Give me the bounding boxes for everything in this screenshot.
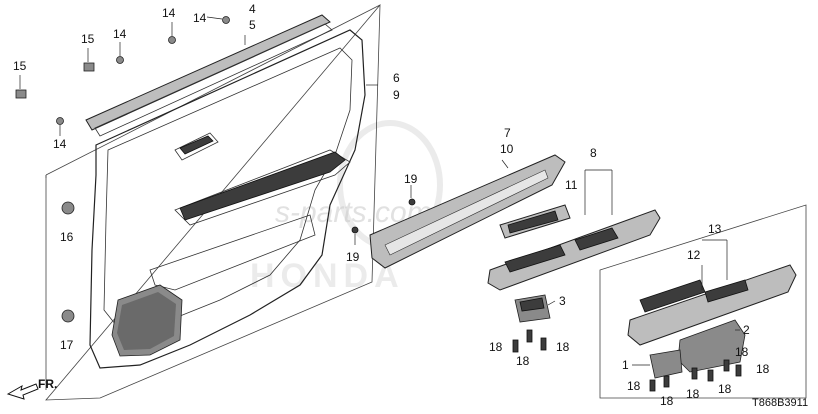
- fasteners: [15, 16, 742, 392]
- label-18-d: 18: [735, 345, 749, 359]
- label-2: 2: [743, 323, 750, 337]
- reference-code: T868B3911: [752, 397, 808, 409]
- label-1: 1: [622, 358, 629, 372]
- label-11: 11: [565, 178, 578, 192]
- label-19-left: 19: [346, 250, 360, 264]
- switch-group-frame: [599, 204, 807, 399]
- label-19-right: 19: [404, 172, 418, 186]
- label-14-top: 14: [162, 6, 176, 20]
- label-8: 8: [590, 146, 597, 160]
- label-18-e: 18: [756, 362, 770, 376]
- label-17: 17: [60, 338, 74, 352]
- label-12: 12: [687, 248, 701, 262]
- armrest-pad: [369, 154, 566, 269]
- label-15-top: 15: [81, 32, 95, 46]
- window-switch: [514, 294, 551, 323]
- label-14-top-right: 14: [193, 11, 207, 25]
- label-14-mid: 14: [113, 27, 127, 41]
- door-lining-panel: [89, 29, 366, 369]
- label-18-a: 18: [489, 340, 503, 354]
- label-18-i: 18: [660, 394, 674, 408]
- label-18-b: 18: [556, 340, 570, 354]
- label-15-left: 15: [13, 59, 27, 73]
- upper-trim-strip: [85, 14, 333, 137]
- leader-lines: [19, 16, 740, 366]
- label-16: 16: [60, 230, 74, 244]
- switch-panel: [487, 204, 661, 291]
- label-7: 7: [504, 126, 511, 140]
- direction-label: FR.: [38, 377, 57, 391]
- label-9: 9: [393, 88, 400, 102]
- master-switch-assembly: [627, 264, 797, 379]
- label-18-h: 18: [718, 382, 732, 396]
- label-6: 6: [393, 71, 400, 85]
- label-13: 13: [708, 222, 722, 236]
- label-18-c: 18: [516, 354, 530, 368]
- watermark-brand: HONDA: [250, 257, 405, 295]
- front-direction-indicator: FR.: [6, 377, 57, 400]
- label-10: 10: [500, 142, 514, 156]
- part-labels: 4 5 6 9 7 10 8 11 13 12 2 3 1 14 14 14 1…: [13, 2, 770, 408]
- label-18-f: 18: [627, 379, 641, 393]
- label-14-left: 14: [53, 137, 67, 151]
- arrow-icon: [6, 383, 39, 400]
- label-18-g: 18: [686, 387, 700, 401]
- label-5: 5: [249, 18, 256, 32]
- label-4: 4: [249, 2, 256, 16]
- label-3: 3: [559, 294, 566, 308]
